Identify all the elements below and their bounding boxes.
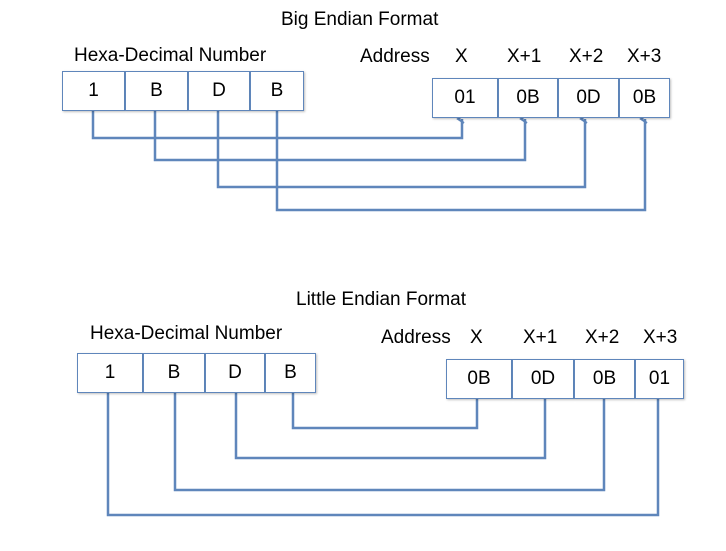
little-memory-cell: 01 [635, 359, 684, 399]
little-hex-digit: B [143, 353, 205, 393]
big-hex-digit: B [125, 71, 188, 111]
big-wire-2 [153, 110, 528, 162]
big-memory-cell: 0B [498, 78, 558, 118]
little-hex-label: Hexa-Decimal Number [90, 323, 283, 344]
big-memory-cell: 01 [432, 78, 498, 118]
little-wire-3 [173, 393, 606, 492]
big-hex-digit: B [250, 71, 304, 111]
big-address-x2: X+2 [569, 46, 604, 67]
little-address-x3: X+3 [643, 327, 678, 348]
little-wire-2 [234, 393, 547, 460]
little-address-label: Address [381, 327, 451, 348]
big-wire-4 [275, 110, 648, 212]
little-address-x1: X+1 [523, 327, 558, 348]
little-address-x: X [470, 327, 483, 348]
big-address-x: X [455, 46, 468, 67]
little-address-x2: X+2 [585, 327, 620, 348]
big-hex-label: Hexa-Decimal Number [74, 45, 267, 66]
big-endian-title: Big Endian Format [281, 9, 439, 30]
little-hex-digit: D [205, 353, 265, 393]
little-endian-title: Little Endian Format [296, 289, 467, 310]
big-address-x3: X+3 [627, 46, 662, 67]
little-memory-cell: 0D [512, 359, 574, 399]
big-address-label: Address [360, 46, 430, 67]
little-memory-cell: 0B [446, 359, 512, 399]
little-hex-digit: B [265, 353, 316, 393]
little-wire-1 [291, 393, 479, 430]
big-hex-digit: D [188, 71, 250, 111]
little-wire-4 [106, 393, 660, 517]
big-memory-cell: 0B [619, 78, 670, 118]
big-hex-digit: 1 [62, 71, 125, 111]
little-hex-digit: 1 [77, 353, 143, 393]
little-memory-cell: 0B [574, 359, 635, 399]
big-memory-cell: 0D [558, 78, 619, 118]
big-address-x1: X+1 [507, 46, 542, 67]
big-wire-3 [216, 110, 588, 189]
